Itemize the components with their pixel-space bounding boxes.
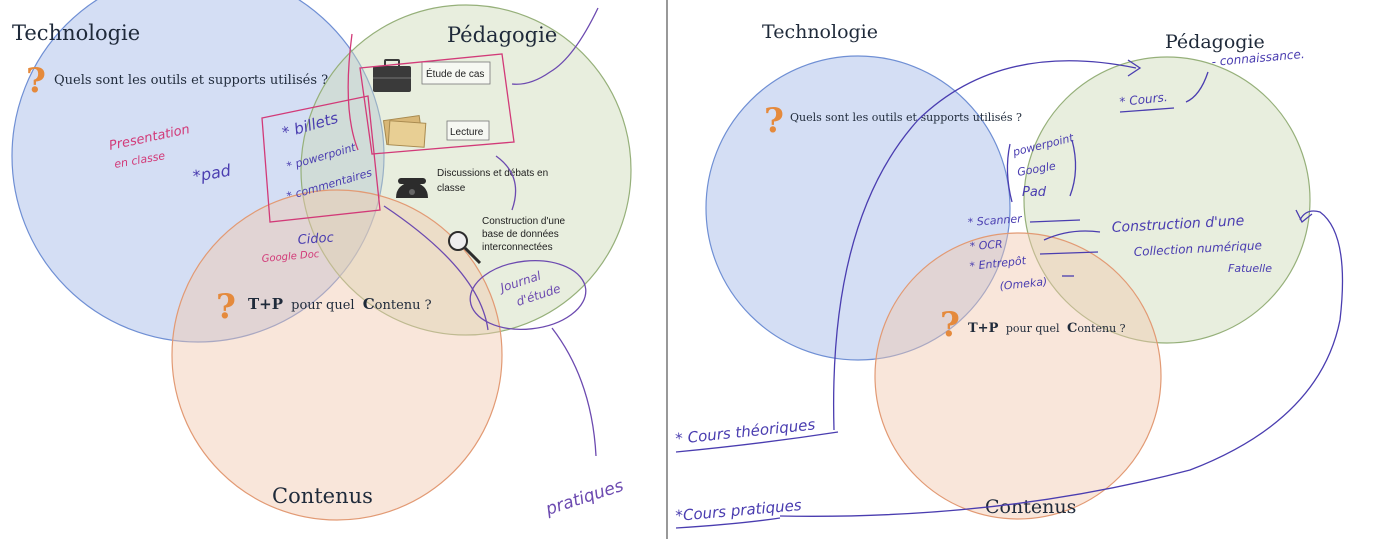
left-tp-c: C: [363, 295, 375, 313]
right-tp-rest: pour quel: [1006, 322, 1060, 335]
left-question-outils: Quels sont les outils et supports utilis…: [54, 73, 328, 88]
left-panel: Technologie Pédagogie Contenus ? Quels s…: [11, 0, 632, 521]
construction-line2: base de données: [482, 229, 559, 240]
hw-construction-1: Construction d'une: [1111, 213, 1244, 236]
hw-cours-theoriques: * Cours théoriques: [675, 415, 817, 448]
left-circle-technologie: [11, 0, 385, 343]
right-circle-pedagogie: [1023, 56, 1311, 344]
left-question-mark-icon: ?: [26, 61, 46, 101]
briefcase-icon: [373, 59, 411, 92]
left-tp-rest: pour quel: [291, 298, 354, 313]
hw-scanner: * Scanner: [967, 212, 1023, 229]
hw-cidoc: Cidoc: [297, 231, 334, 248]
left-question-tp: T+P pour quel Contenu ?: [248, 295, 432, 313]
right-question-mark-icon: ?: [764, 101, 784, 141]
etude-de-cas-label: Étude de cas: [426, 67, 484, 80]
discussions-line2: classe: [437, 183, 466, 194]
hw-construction-3: Fatuelle: [1228, 262, 1272, 275]
discussions-label: Discussions et débats en classe: [437, 168, 551, 194]
hw-google: Google Doc: [261, 249, 320, 265]
lecture-label: Lecture: [450, 127, 484, 138]
right-tp-end: ontenu ?: [1077, 322, 1125, 335]
right-purple-strokes: [675, 59, 1344, 529]
hw-pad-right: Pad: [1022, 185, 1047, 200]
right-title-technologie: Technologie: [762, 21, 878, 43]
left-title-contenus: Contenus: [272, 484, 373, 508]
right-circle-contenus: [874, 232, 1162, 520]
pink-annotations: [261, 33, 515, 223]
hw-entrepot: * Entrepôt: [969, 254, 1027, 273]
documents-icon: [382, 115, 427, 148]
right-title-contenus: Contenus: [985, 496, 1076, 518]
hw-pratiques-left: pratiques: [542, 476, 626, 520]
construction-line3: interconnectées: [482, 242, 553, 253]
magnifier-icon: [448, 231, 482, 265]
right-panel: Technologie Pédagogie Contenus ? Quels s…: [675, 21, 1344, 529]
left-title-technologie: Technologie: [12, 21, 140, 45]
right-tp-c: C: [1067, 321, 1077, 336]
construction-label: Construction d'une base de données inter…: [482, 216, 568, 253]
left-tp-bold: T+P: [248, 295, 283, 313]
hw-cours: * Cours.: [1119, 90, 1168, 109]
right-tp-bold: T+P: [968, 321, 999, 336]
purple-annotations: [383, 7, 599, 457]
hw-construction-2: Collection numérique: [1133, 238, 1262, 259]
right-title-pedagogie: Pédagogie: [1165, 31, 1265, 53]
lecture-box: [446, 120, 490, 141]
left-circle-contenus: [171, 189, 503, 521]
right-question-outils: Quels sont les outils et supports utilis…: [790, 111, 1022, 124]
discussions-line1: Discussions et débats en: [437, 168, 548, 179]
left-question-mark-icon-2: ?: [216, 287, 236, 327]
left-tp-end: ontenu ?: [375, 298, 432, 313]
construction-line1: Construction d'une: [482, 216, 566, 227]
right-question-tp: T+P pour quel Contenu ?: [968, 321, 1126, 336]
telephone-icon: [396, 178, 428, 198]
hw-cours-pratiques: *Cours pratiques: [675, 496, 803, 525]
etude-de-cas-box: [421, 61, 491, 85]
hw-ocr: * OCR: [969, 238, 1003, 253]
right-question-mark-icon-2: ?: [940, 305, 960, 345]
hw-omeka: (Omeka): [999, 275, 1048, 293]
left-title-pedagogie: Pédagogie: [447, 23, 557, 47]
right-circle-technologie: [705, 55, 1011, 361]
